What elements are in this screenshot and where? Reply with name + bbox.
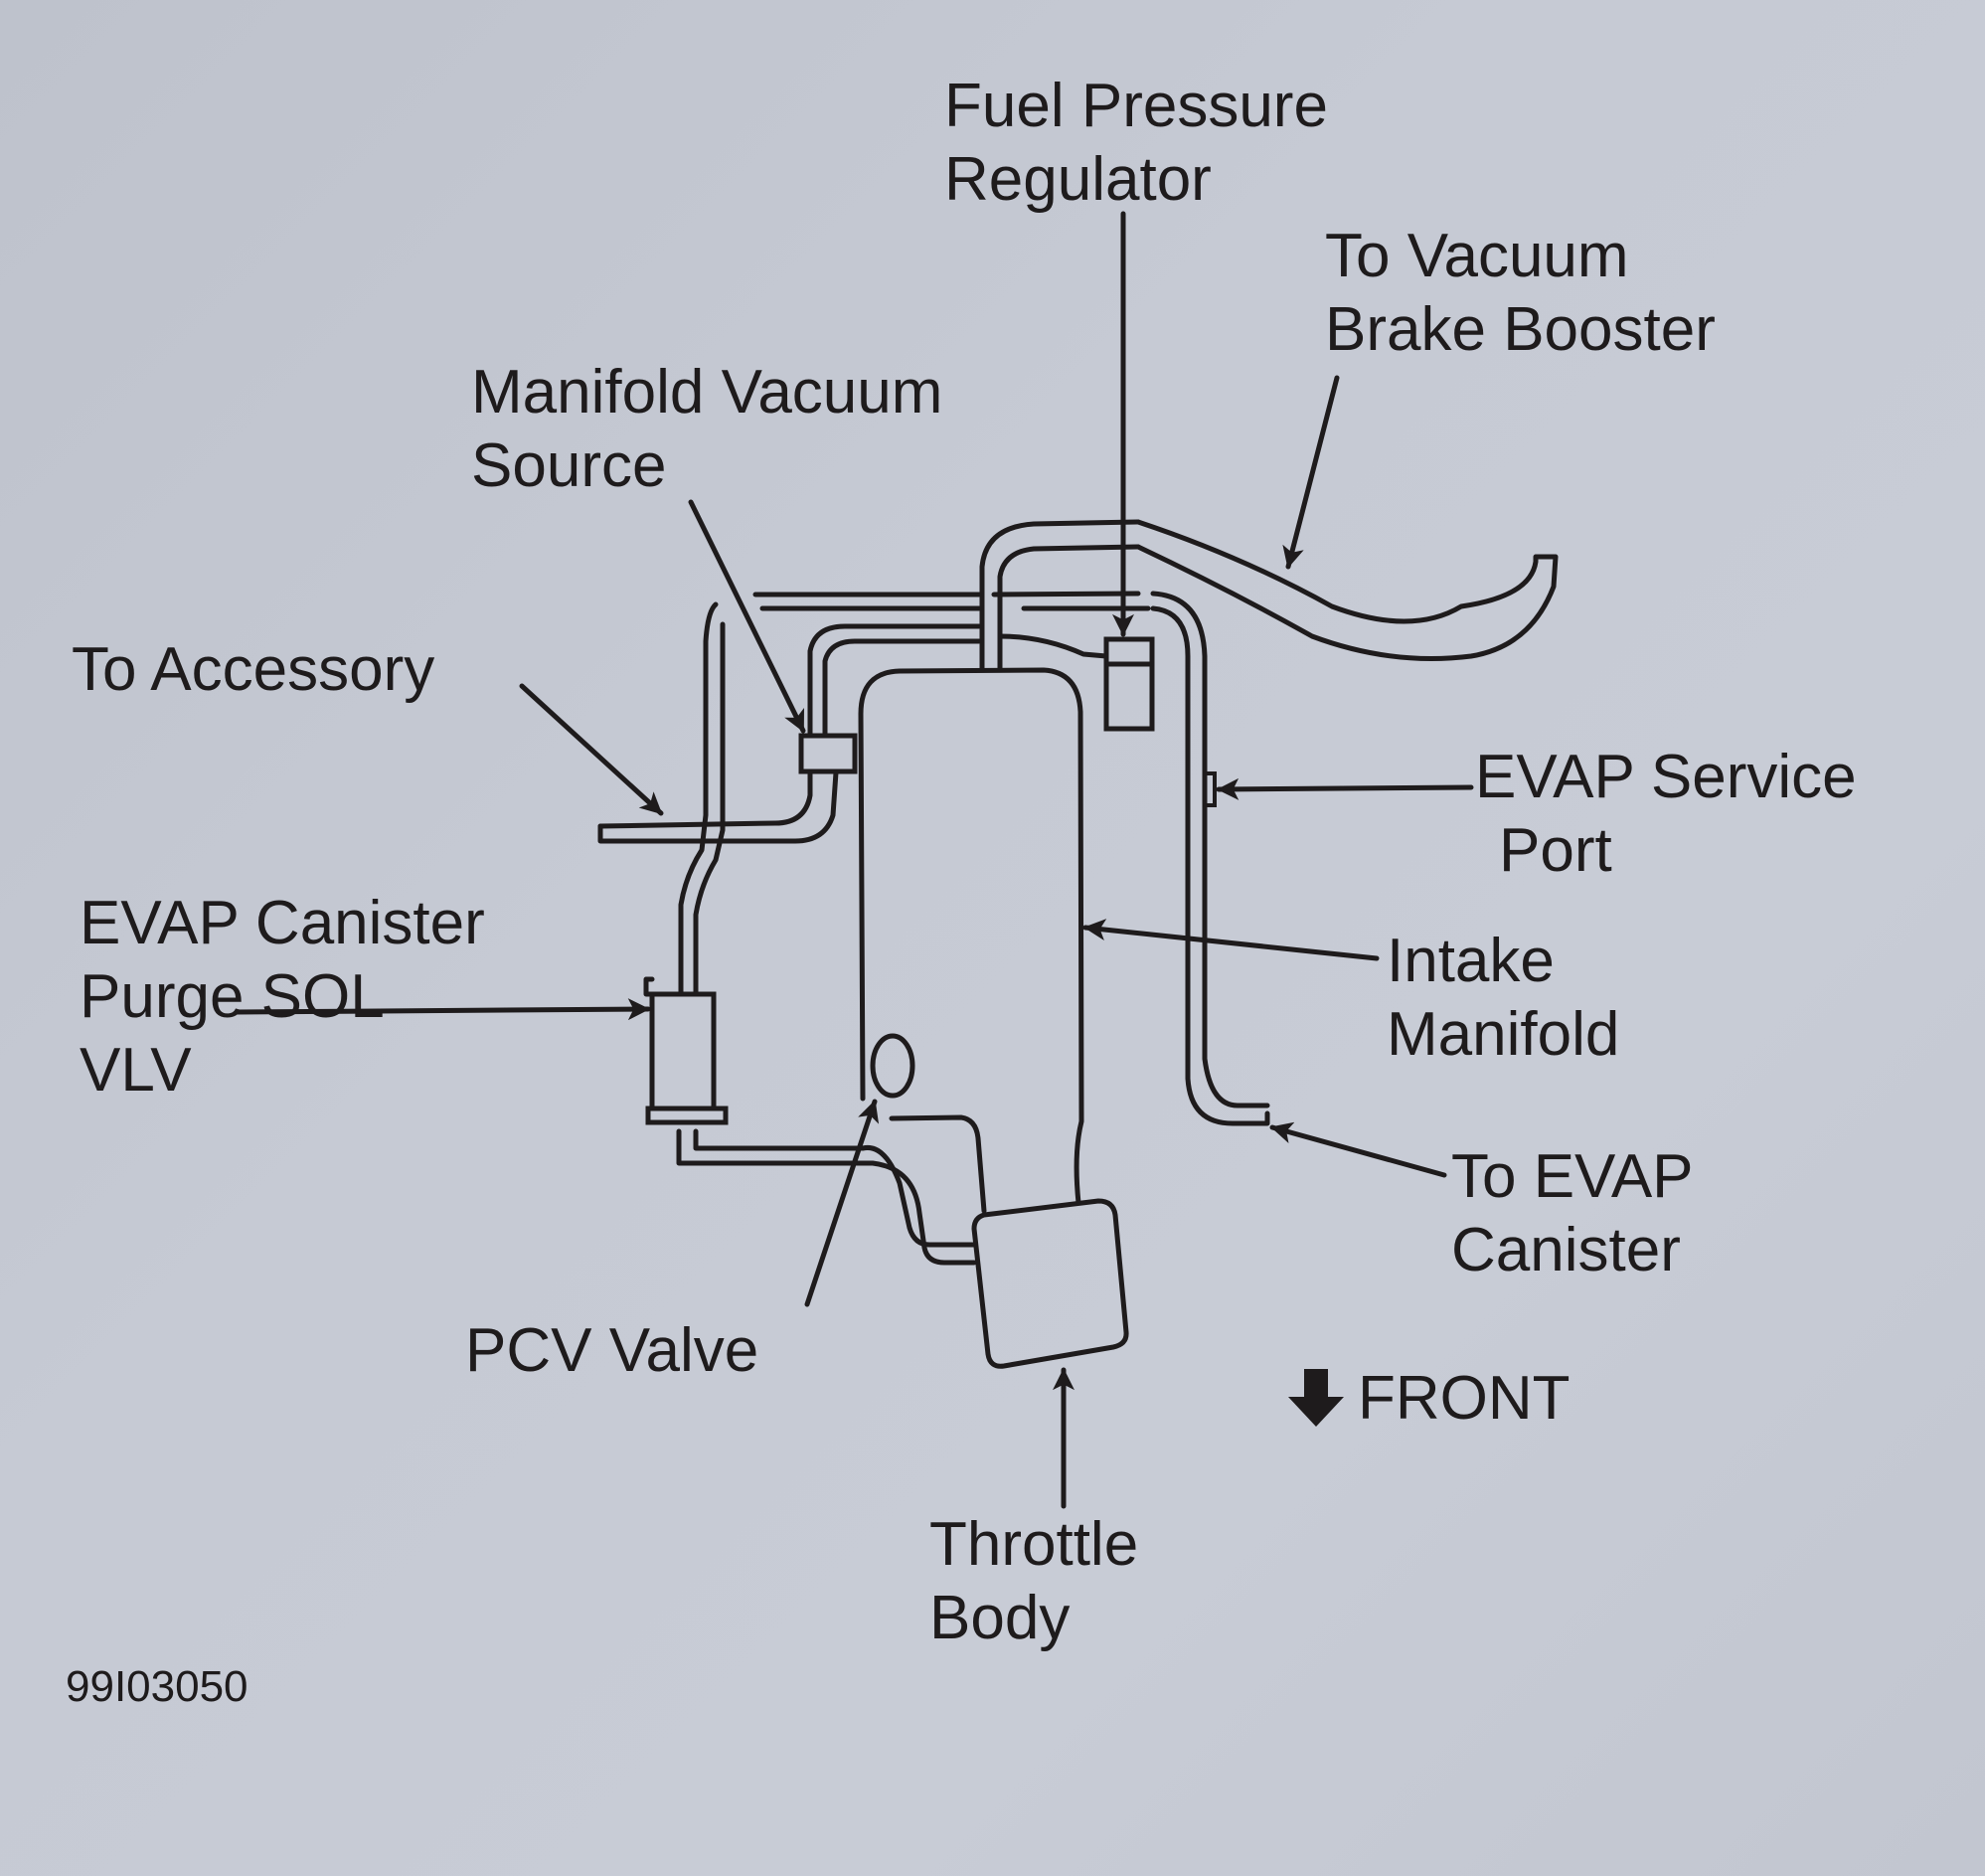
label-pcv-valve: PCV Valve: [465, 1316, 759, 1385]
leader-evap-service-port: [1216, 777, 1474, 800]
intake-manifold-shape: [858, 667, 1084, 1206]
brake-booster-hose: [1135, 519, 1559, 661]
pcv-hose: [889, 1114, 987, 1214]
purge-hose-outer: [676, 1128, 977, 1266]
leader-to-evap-canister: [1269, 1121, 1447, 1178]
leader-brake-booster: [1282, 375, 1340, 570]
label-fuel-pressure-regulator: Fuel Pressure Regulator: [944, 72, 1328, 214]
label-to-accessory: To Accessory: [72, 635, 435, 704]
label-intake-manifold: Intake Manifold: [1387, 927, 1620, 1069]
leader-to-accessory: [519, 683, 664, 816]
leader-pcv-valve: [804, 1099, 880, 1307]
leader-manifold-vacuum-source: [688, 499, 806, 734]
label-manifold-vacuum-source: Manifold Vacuum Source: [471, 358, 943, 500]
label-to-evap-canister: To EVAP Canister: [1451, 1142, 1694, 1284]
label-throttle-body: Throttle Body: [929, 1510, 1139, 1652]
evap-tube: [1150, 605, 1270, 1126]
evap-service-port-shape: [1203, 771, 1217, 807]
purge-solenoid-body: [649, 991, 717, 1111]
pcv-valve-shape: [870, 1033, 915, 1099]
fuel-pressure-regulator-shape: [1103, 636, 1155, 732]
arrow-down-icon: [1288, 1369, 1344, 1427]
manifold-vacuum-source-fitting: [798, 733, 858, 774]
front-orientation-indicator: FRONT: [1288, 1362, 1571, 1436]
purge-hose-inner: [693, 1128, 977, 1248]
purge-solenoid-base: [645, 1106, 729, 1125]
label-to-vacuum-brake-booster: To Vacuum Brake Booster: [1325, 222, 1716, 364]
throttle-body-shape: [971, 1198, 1129, 1369]
leader-intake-manifold: [1082, 919, 1380, 961]
accessory-tube: [597, 769, 839, 844]
front-label: FRONT: [1358, 1364, 1571, 1433]
label-evap-canister-purge-sol-vlv: EVAP Canister Purge SOL VLV: [80, 889, 485, 1105]
figure-id: 99I03050: [66, 1662, 248, 1711]
label-evap-service-port: EVAP Service Port: [1475, 743, 1857, 885]
leader-purge-valve: [234, 998, 651, 1021]
